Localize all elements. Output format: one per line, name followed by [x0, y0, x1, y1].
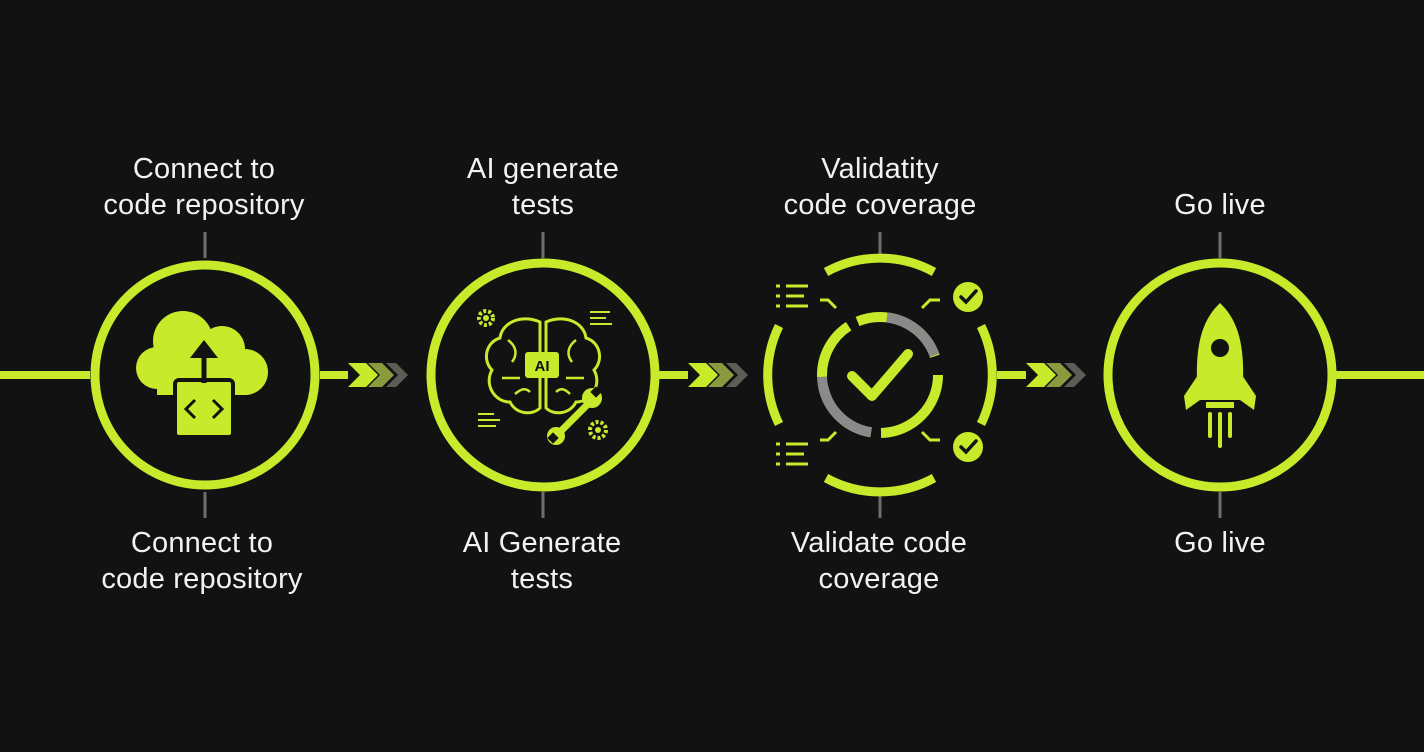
- step-4-top-label: Go live: [1174, 189, 1266, 221]
- coverage-check-icon: [776, 282, 983, 466]
- chevron-arrow-1: [348, 363, 408, 387]
- chevron-arrow-3: [1026, 363, 1086, 387]
- ai-brain-wrench-icon: AI: [477, 309, 612, 445]
- step-3-ring: [763, 253, 997, 497]
- step-4-bottom-label: Go live: [1174, 527, 1266, 559]
- ai-chip-label: AI: [535, 358, 550, 375]
- cloud-upload-code-icon: [136, 311, 268, 439]
- rocket-icon: [1184, 303, 1256, 448]
- chevron-arrow-2: [688, 363, 748, 387]
